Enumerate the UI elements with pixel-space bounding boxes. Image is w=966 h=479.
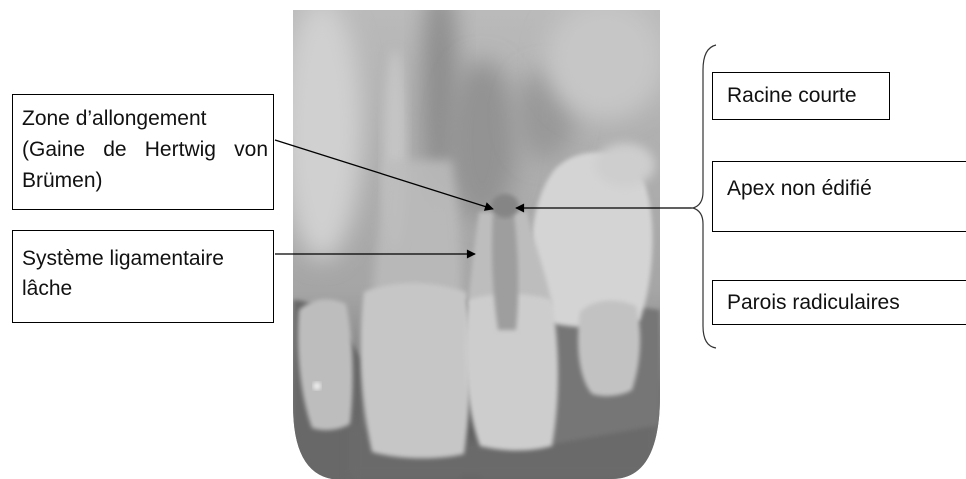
- left-central-incisor-root: [372, 160, 462, 300]
- callout-line: Système ligamentaire: [22, 244, 268, 274]
- callout-line: Zone d’allongement: [22, 103, 268, 134]
- radiograph: [282, 0, 665, 479]
- bone-light-right: [545, 0, 665, 120]
- callout-parois-radiculaires: Parois radiculaires: [712, 280, 966, 325]
- central-incisor-pulp: [492, 214, 518, 330]
- callout-label: Apex non édifié: [727, 177, 872, 200]
- callout-label: Parois radiculaires: [727, 291, 900, 314]
- lower-right-tooth: [578, 301, 640, 396]
- callout-line: lâche: [22, 274, 268, 304]
- open-apex: [491, 194, 519, 218]
- callout-zone-allongement: Zone d’allongement (Gaine de Hertwig von…: [12, 94, 274, 210]
- bright-spot: [313, 382, 321, 390]
- callout-line: (Gaine de Hertwig von: [22, 134, 268, 165]
- callout-label: Racine courte: [727, 84, 857, 107]
- callout-line: Brümen): [22, 165, 268, 196]
- callout-apex-non-edifie: Apex non édifié: [712, 161, 966, 232]
- bone-light-left: [282, 0, 362, 260]
- callout-racine-courte: Racine courte: [712, 72, 890, 120]
- right-large-tooth-overlap: [595, 143, 655, 187]
- callout-systeme-ligamentaire: Système ligamentaire lâche: [12, 230, 274, 323]
- left-central-incisor-crown: [361, 283, 471, 458]
